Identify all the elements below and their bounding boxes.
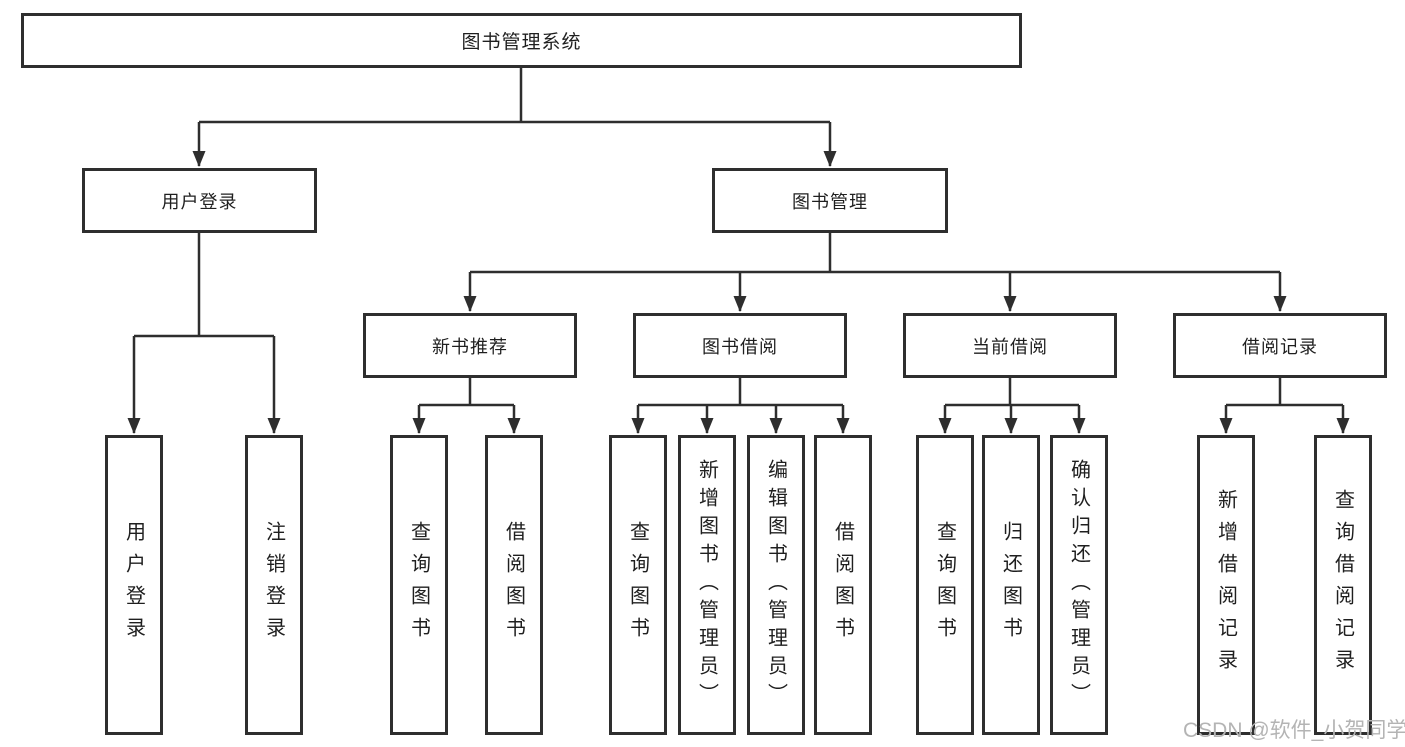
- leaf-current-query-books: 查询图书: [916, 435, 974, 735]
- node-root: 图书管理系统: [21, 13, 1022, 68]
- connector-records-trunk: [1226, 378, 1343, 407]
- leaf-recommend-query-books: 查询图书: [390, 435, 448, 735]
- node-current-borrow: 当前借阅: [903, 313, 1117, 378]
- connector-current-trunk: [945, 378, 1079, 407]
- leaf-confirm-return-admin: 确认归还（管理员）: [1050, 435, 1108, 735]
- connector-recommend-trunk: [419, 378, 514, 407]
- node-borrow-records: 借阅记录: [1173, 313, 1387, 378]
- node-user-login: 用户登录: [82, 168, 317, 233]
- leaf-add-borrow-record: 新增借阅记录: [1197, 435, 1255, 735]
- csdn-watermark: CSDN @软件_小贺同学: [1183, 719, 1405, 742]
- leaf-borrow-query-books: 查询图书: [609, 435, 667, 735]
- connector-book-mgmt-trunk: [470, 233, 1280, 274]
- connector-root-trunk: [199, 68, 830, 124]
- leaf-borrow-borrow-books: 借阅图书: [814, 435, 872, 735]
- node-book-management: 图书管理: [712, 168, 948, 233]
- leaf-recommend-borrow-books: 借阅图书: [485, 435, 543, 735]
- leaf-query-borrow-record: 查询借阅记录: [1314, 435, 1372, 735]
- connector-user-login-trunk: [134, 233, 274, 338]
- leaf-edit-books-admin: 编辑图书（管理员）: [747, 435, 805, 735]
- node-new-book-recommend: 新书推荐: [363, 313, 577, 378]
- leaf-add-books-admin: 新增图书（管理员）: [678, 435, 736, 735]
- leaf-return-books: 归还图书: [982, 435, 1040, 735]
- leaf-user-login: 用户登录: [105, 435, 163, 735]
- node-book-borrow: 图书借阅: [633, 313, 847, 378]
- leaf-logout: 注销登录: [245, 435, 303, 735]
- connector-borrow-trunk: [638, 378, 843, 407]
